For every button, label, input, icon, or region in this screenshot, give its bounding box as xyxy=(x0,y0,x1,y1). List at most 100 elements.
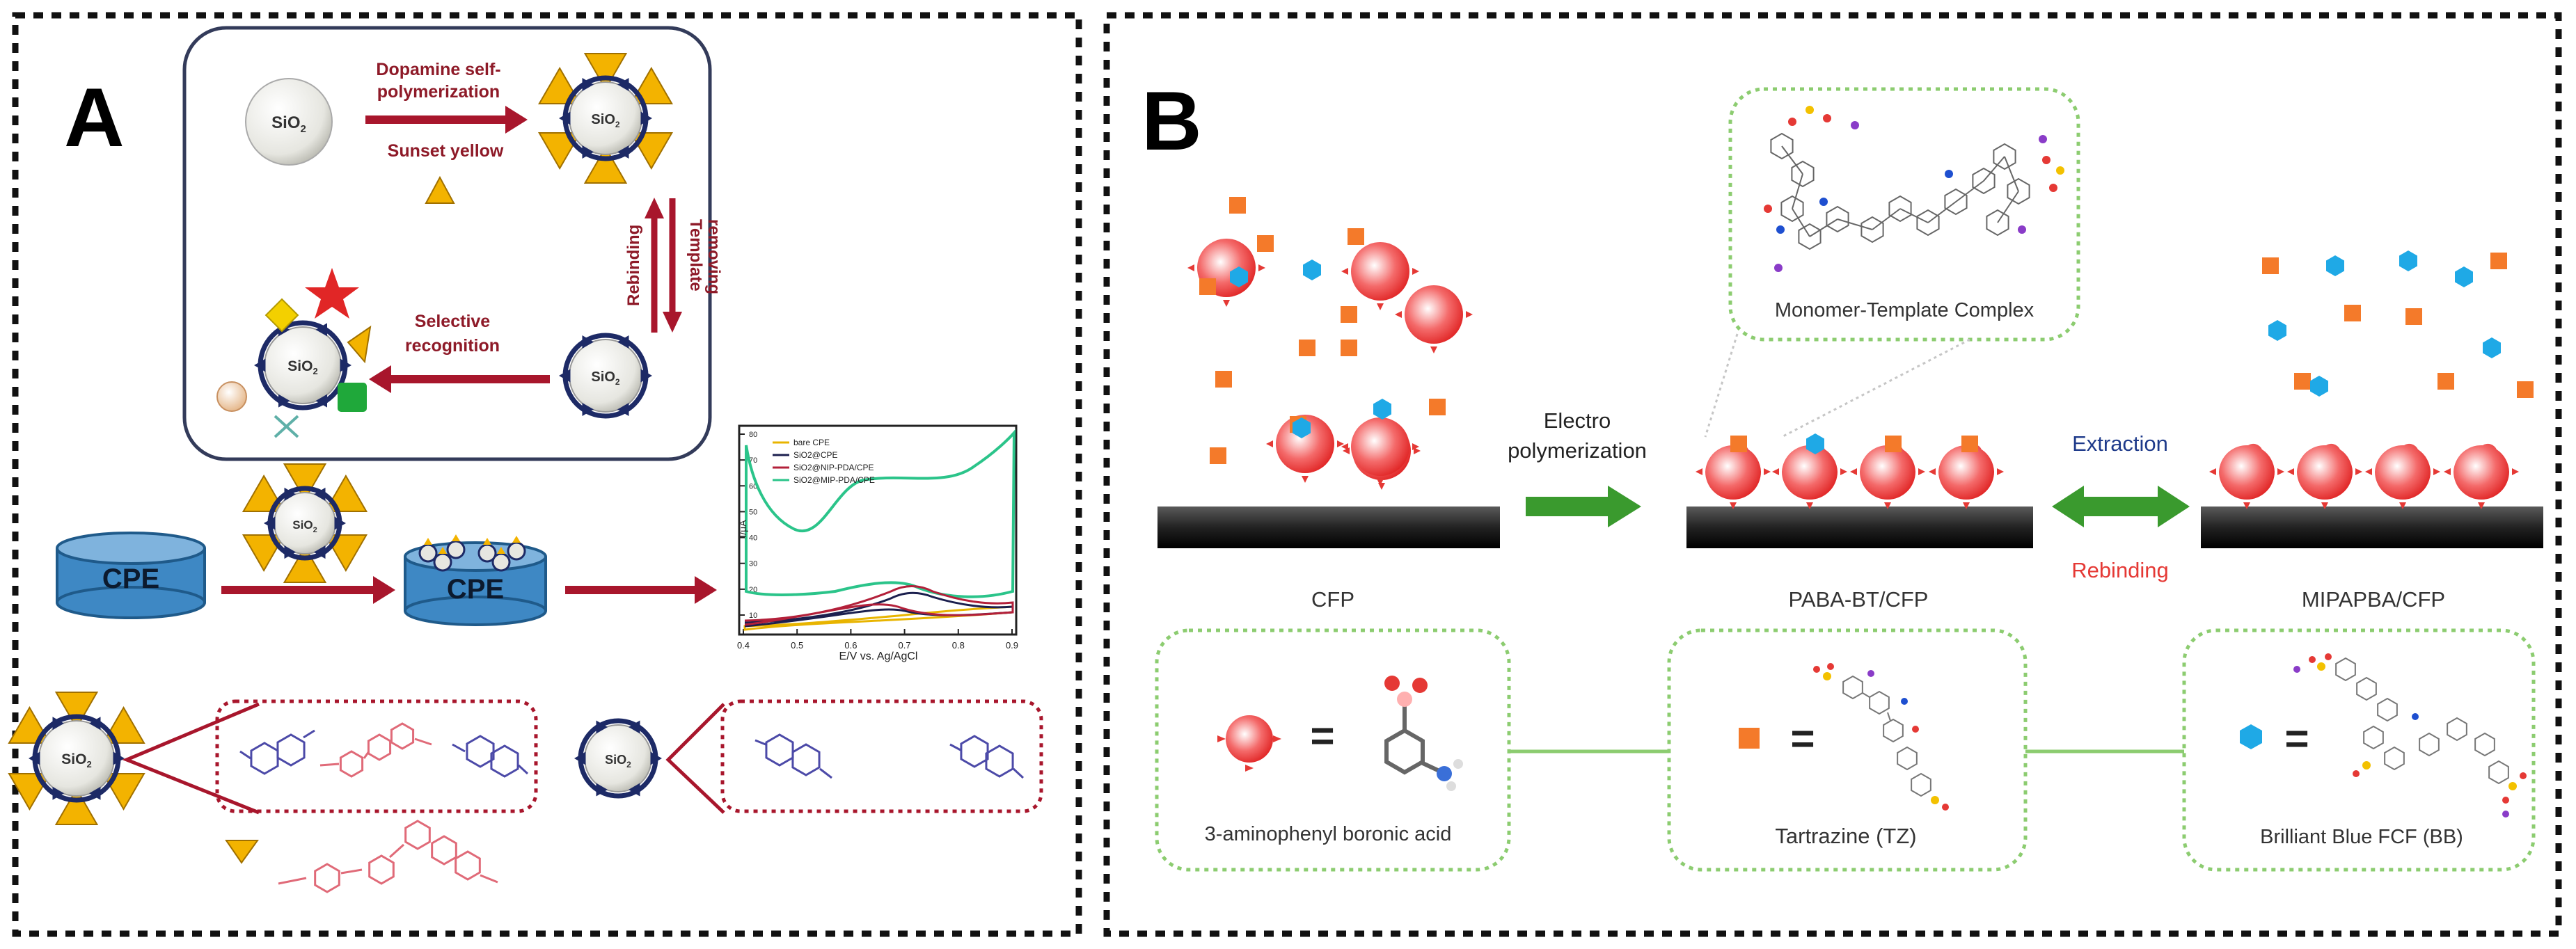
apba-arrowhead xyxy=(2433,468,2440,475)
cavity-marker xyxy=(340,358,351,372)
cavity-marker xyxy=(640,111,652,125)
brilliant-blue-hexagon xyxy=(2483,337,2501,358)
cavity-marker xyxy=(582,335,594,349)
tartrazine-square xyxy=(1885,436,1902,452)
brilliant-blue-hexagon xyxy=(2310,376,2328,397)
template-triangle xyxy=(452,534,460,541)
interferent-cross xyxy=(274,415,299,438)
template-triangle xyxy=(512,536,521,543)
cavity-marker xyxy=(113,751,125,765)
sunset-yellow-triangle xyxy=(425,175,455,204)
bare-cpe-electrode: CPE xyxy=(56,532,206,619)
molecule-atom xyxy=(2520,772,2527,779)
sio2-subscript: 2 xyxy=(313,366,317,376)
cavity-marker xyxy=(582,77,594,92)
rebinding-arrow xyxy=(645,198,664,333)
molecule-bond xyxy=(388,843,405,859)
mipapba-label: MIPAPBA/CFP xyxy=(2302,587,2445,612)
molecule-atom xyxy=(1867,670,1874,677)
zoom-line-right xyxy=(1781,338,1970,438)
molecule-ring xyxy=(339,750,364,778)
molecule-ring xyxy=(2474,732,2495,757)
molecule-ring xyxy=(466,735,495,768)
template-triangle xyxy=(538,67,582,104)
template-triangle xyxy=(497,547,505,554)
molecule-bond xyxy=(340,868,363,875)
apba-arrowhead xyxy=(2512,468,2519,475)
recognition-sio2-sphere: SiO2 xyxy=(254,320,372,410)
molecule-bond xyxy=(239,750,251,760)
template-triangle xyxy=(583,146,628,184)
template-triangle xyxy=(629,132,673,170)
selective-recognition-arrow xyxy=(369,365,550,393)
molecule-bond xyxy=(1837,218,1873,230)
nip-molecule-box xyxy=(720,699,1043,813)
molecule-ring xyxy=(1972,167,1996,195)
apba-arrowhead xyxy=(1223,300,1230,307)
sio2-subscript: 2 xyxy=(301,123,306,135)
apba-arrowhead xyxy=(1412,443,1419,450)
molecule-atom xyxy=(2309,656,2316,663)
cv-y-tick-label: 40 xyxy=(749,534,757,543)
cv-legend-entry: SiO2@CPE xyxy=(793,450,838,460)
tartrazine-square xyxy=(1199,278,1216,295)
apba-sphere xyxy=(1938,443,1994,500)
cavity-marker xyxy=(617,402,629,417)
molecule-ring xyxy=(1384,728,1425,775)
molecule-atom xyxy=(1453,759,1463,769)
molecule-bond xyxy=(1899,208,1929,223)
cavity-marker xyxy=(284,487,296,501)
apba-arrowhead xyxy=(1377,479,1384,486)
mip-molecule-structures xyxy=(239,722,529,778)
apba-arrowhead xyxy=(1395,311,1402,318)
legend-tz-equals: = xyxy=(1790,715,1815,762)
apba-sphere xyxy=(1351,417,1409,476)
cv-y-label: I/μA xyxy=(737,520,748,538)
modified-cpe-electrode: CPE xyxy=(404,534,547,626)
brilliant-blue-hexagon xyxy=(1303,260,1321,280)
sio2-text: SiO2 xyxy=(287,358,317,376)
cavity-marker xyxy=(334,516,346,530)
apba-arrowhead xyxy=(1430,346,1437,353)
apba-arrowhead xyxy=(1730,502,1737,509)
cv-y-tick-label: 80 xyxy=(749,431,757,439)
tartrazine-square xyxy=(1341,340,1357,356)
template-triangle xyxy=(242,475,286,512)
cavity-marker xyxy=(314,545,326,559)
dopamine-label-line2: polymerization xyxy=(377,82,500,102)
molecule-ring xyxy=(368,854,395,885)
molecule-atom xyxy=(2049,184,2057,192)
mini-sio2-sphere xyxy=(446,540,466,559)
apba-arrowhead xyxy=(1764,468,1771,475)
cavity-marker xyxy=(629,783,640,797)
molecule-atom xyxy=(2325,653,2332,660)
tartrazine-square xyxy=(1348,228,1364,245)
sio2-text: SiO2 xyxy=(591,112,619,129)
molecule-ring xyxy=(390,722,415,750)
svg-text:SiO2: SiO2 xyxy=(271,113,306,135)
apba-arrowhead xyxy=(2243,502,2250,509)
cpe-arrow-1 xyxy=(221,576,395,604)
molecule-atom xyxy=(1942,804,1949,811)
cv-x-tick-label: 0.6 xyxy=(844,640,857,651)
molecule-atom xyxy=(1384,676,1400,691)
molecule-ring xyxy=(276,733,306,767)
template-triangle xyxy=(629,67,673,104)
mip-sio2-sphere-top: SiO2 xyxy=(538,53,673,184)
cv-legend-entry: SiO2@NIP-PDA/CPE xyxy=(793,463,874,472)
molecule-bond xyxy=(319,763,340,767)
cavity-marker xyxy=(574,751,586,765)
molecule-bond xyxy=(1927,201,1957,223)
rebinding-label-b: Rebinding xyxy=(2071,558,2169,582)
molecule-ring xyxy=(1986,209,2009,237)
molecule-bond xyxy=(1781,145,1803,175)
molecule-bond xyxy=(2004,156,2019,192)
apba-arrowhead xyxy=(1772,468,1779,475)
cpe-label-2: CPE xyxy=(447,574,504,605)
rebinding-label: Rebinding xyxy=(624,225,643,306)
molecule-atom xyxy=(1945,170,1953,178)
template-triangle xyxy=(283,545,327,583)
cavity-marker xyxy=(315,323,327,337)
